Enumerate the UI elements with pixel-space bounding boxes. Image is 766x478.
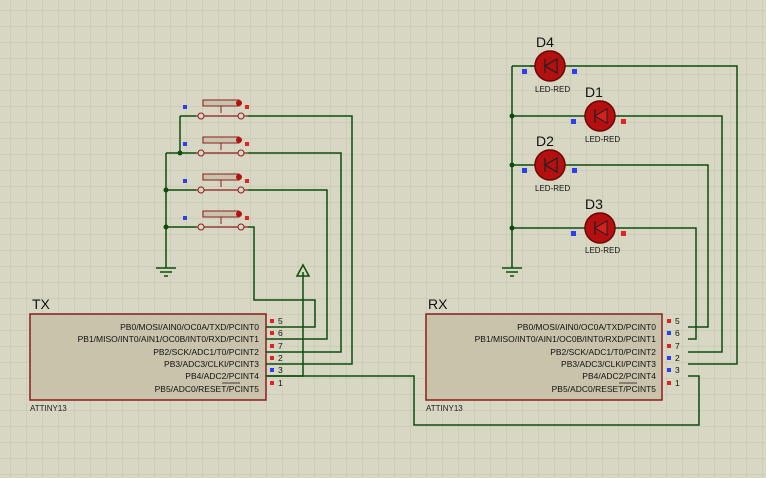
tx-pin-label: PB4/ADC2/PCINT4 (185, 371, 259, 381)
wire-tx-pb1 (248, 189, 328, 340)
led-d4[interactable]: D4 LED-RED (522, 34, 577, 94)
led-ref: D4 (536, 34, 554, 50)
wire-rx-pb0 (565, 164, 709, 328)
tx-pin-number: 1 (278, 378, 283, 388)
rx-pin-markers (667, 319, 671, 385)
tx-pin-label: PB3/ADC3/CLKI/PCINT3 (164, 359, 259, 369)
led-value: LED-RED (585, 246, 620, 255)
push-button[interactable] (183, 99, 249, 120)
led-ref: D3 (585, 196, 603, 212)
wire-tx-pb0 (248, 226, 316, 328)
rx-pin-number: 5 (675, 316, 680, 326)
tx-pin-number: 3 (278, 365, 283, 375)
tx-pin-number: 2 (278, 353, 283, 363)
led-d1[interactable]: D1 LED-RED (571, 84, 626, 144)
push-button[interactable] (183, 173, 249, 194)
led-value: LED-RED (535, 85, 570, 94)
rx-pin-number: 6 (675, 328, 680, 338)
rx-pin-number: 3 (675, 365, 680, 375)
tx-title: TX (32, 296, 51, 312)
rx-pin-label: PB0/MOSI/AIN0/OC0A/TXD/PCINT0 (517, 322, 656, 332)
tx-pin-label: PB5/ADC0/RESET/PCINT5 (155, 384, 260, 394)
rx-pin-label: PB1/MISO/INT0/AIN1/OC0B/INT0/RXD/PCINT1 (475, 334, 657, 344)
wire-tx-pb3 (248, 115, 353, 365)
rx-chip-body[interactable] (425, 313, 663, 401)
rx-pin-number: 1 (675, 378, 680, 388)
tx-chip[interactable]: TX ATTINY13 PB0/MOSI/AIN0/OC0A/TXD/PCINT… (29, 296, 283, 413)
wire-rx-pb3 (565, 65, 738, 365)
rx-pin-number: 2 (675, 353, 680, 363)
push-button[interactable] (183, 210, 249, 231)
led-d2[interactable]: D2 LED-RED (522, 133, 577, 193)
rx-pin-number: 7 (675, 341, 680, 351)
wire-rx-pb2 (614, 115, 723, 353)
tx-pin-number: 5 (278, 316, 283, 326)
tx-pin-label: PB1/MISO/INT0/AIN1/OC0B/INT0/RXD/PCINT1 (78, 334, 260, 344)
wire-rx-pb1 (614, 227, 697, 340)
rx-part-name: ATTINY13 (426, 404, 463, 413)
tx-pin-label: PB0/MOSI/AIN0/OC0A/TXD/PCINT0 (120, 322, 259, 332)
power-terminal-icon (295, 263, 311, 277)
rx-title: RX (428, 296, 448, 312)
wire-tx-pb4-to-rx-pb4 (266, 375, 700, 426)
led-ref: D2 (536, 133, 554, 149)
wires (165, 65, 738, 426)
led-d3[interactable]: D3 LED-RED (571, 196, 626, 255)
push-button[interactable] (183, 136, 249, 157)
rx-pin-label: PB4/ADC2/PCINT4 (582, 371, 656, 381)
tx-pin-number: 7 (278, 341, 283, 351)
led-value: LED-RED (585, 135, 620, 144)
tx-pin-number: 6 (278, 328, 283, 338)
rx-pin-label: PB5/ADC0/RESET/PCINT5 (552, 384, 657, 394)
led-value: LED-RED (535, 184, 570, 193)
junction-dots (163, 113, 515, 231)
ground-symbol (502, 264, 522, 277)
rx-pin-label: PB2/SCK/ADC1/T0/PCINT2 (550, 347, 656, 357)
rx-chip[interactable]: RX ATTINY13 PB0/MOSI/AIN0/OC0A/TXD/PCINT… (425, 296, 680, 413)
tx-pin-label: PB2/SCK/ADC1/T0/PCINT2 (153, 347, 259, 357)
tx-part-name: ATTINY13 (30, 404, 67, 413)
led-ref: D1 (585, 84, 603, 100)
rx-pin-label: PB3/ADC3/CLKI/PCINT3 (561, 359, 656, 369)
tx-pin-markers (270, 319, 274, 385)
ground-symbol (156, 264, 176, 277)
tx-chip-body[interactable] (29, 313, 267, 401)
